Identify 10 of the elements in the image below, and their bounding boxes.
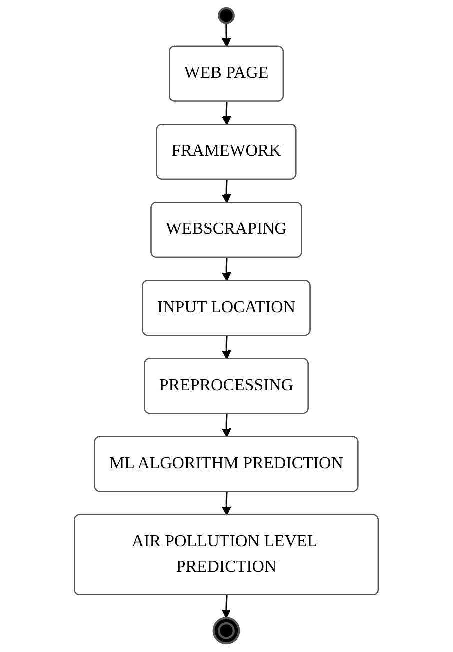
arrow <box>222 258 232 282</box>
arrow <box>222 102 232 126</box>
arrow <box>222 23 232 48</box>
node-circle <box>212 617 240 645</box>
arrow <box>222 596 232 619</box>
arrow <box>222 414 232 438</box>
arrow <box>222 180 232 204</box>
node-circle <box>218 7 235 24</box>
arrow <box>222 336 232 360</box>
arrow <box>222 492 232 516</box>
